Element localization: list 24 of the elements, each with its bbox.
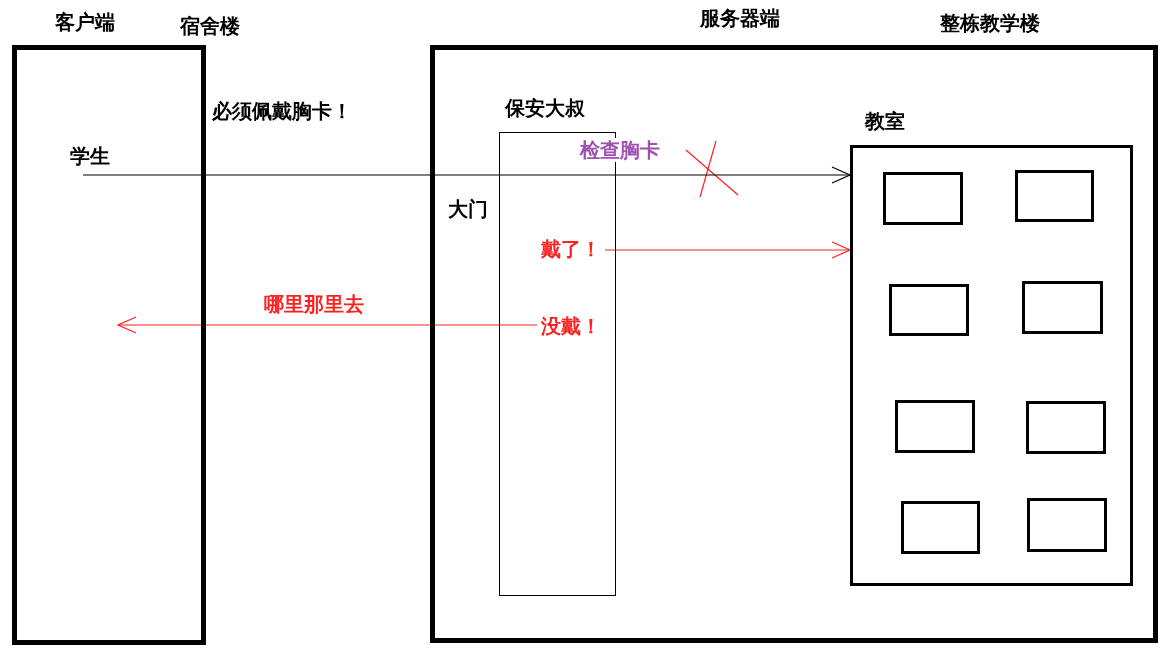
rectangle-box — [895, 400, 975, 453]
edge-label: 哪里那里去 — [262, 292, 366, 316]
arrow — [82, 166, 851, 184]
rectangle-box — [1026, 401, 1106, 454]
rectangle-box — [889, 284, 969, 336]
heading: 服务器端 — [700, 5, 780, 31]
label-text: 学生 — [70, 143, 110, 175]
rectangle-box — [901, 501, 980, 554]
rectangle-box — [883, 172, 963, 225]
arrow — [604, 241, 851, 259]
heading: 教室 — [865, 108, 905, 134]
heading: 客户端 — [55, 9, 115, 35]
rectangle-box — [1022, 281, 1103, 334]
label-text: 戴了！ — [541, 236, 601, 262]
rectangle-box — [1027, 498, 1107, 552]
rectangle-box — [1015, 170, 1094, 222]
heading: 保安大叔 — [505, 95, 585, 121]
note-text: 必须佩戴胸卡！ — [212, 98, 352, 124]
label-text: 整栋教学楼 — [940, 10, 1040, 36]
label-text: 宿舍楼 — [180, 13, 240, 39]
label-text: 大门 — [448, 196, 488, 222]
arrow — [117, 316, 538, 334]
edge-label: 检查胸卡 — [578, 138, 662, 162]
label-text: 没戴！ — [541, 313, 601, 339]
